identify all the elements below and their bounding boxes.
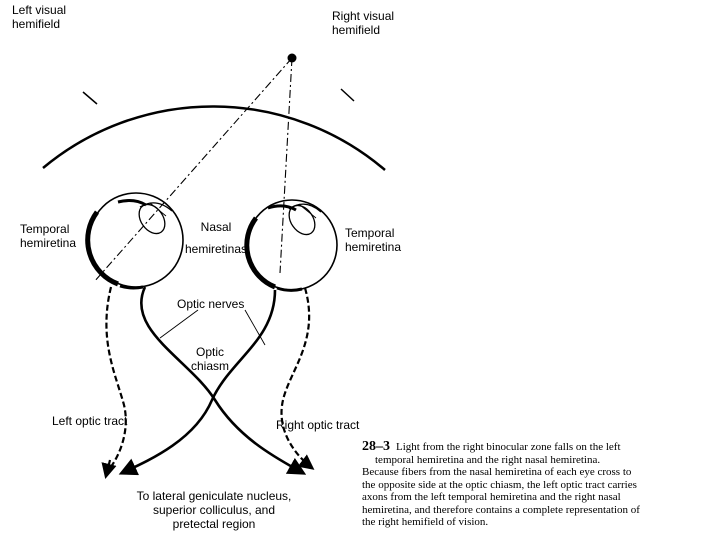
left-visual-hemifield-label: Left visual hemifield	[12, 3, 66, 31]
caption-line-1: Light from the right binocular zone fall…	[396, 441, 621, 453]
target-nuclei-line-3: pretectal region	[172, 517, 256, 531]
target-nuclei-label: To lateral geniculate nucleus, superior …	[96, 489, 332, 531]
right-eye	[244, 199, 338, 292]
nasal-hemiretinas-line-2: hemiretinas	[184, 242, 248, 256]
temporal-hemiretina-left-line-2: hemiretina	[20, 236, 77, 250]
nasal-hemiretinas-line-1: Nasal	[200, 220, 232, 234]
left-visual-hemifield-line-2: hemifield	[12, 17, 61, 31]
field-tick-left	[82, 91, 98, 105]
caption-line-2: temporal hemiretina and the right nasal …	[375, 453, 601, 466]
optic-chiasm-label: Optic chiasm	[180, 345, 240, 373]
light-ray-right	[279, 57, 293, 274]
right-optic-tract-label: Right optic tract	[276, 418, 360, 432]
figure-caption: 28–3 Light from the right binocular zone …	[362, 439, 718, 529]
target-nuclei-line-1: To lateral geniculate nucleus,	[136, 489, 292, 503]
visual-field-arc	[42, 105, 386, 171]
optic-pathways	[101, 286, 315, 479]
right-visual-hemifield-label: Right visual hemifield	[332, 9, 394, 37]
caption-line-4: the opposite side at the optic chiasm, t…	[362, 478, 637, 491]
temporal-hemiretina-left-label: Temporal hemiretina	[20, 222, 76, 250]
optic-nerves-pointer-right	[244, 309, 266, 346]
caption-line-6: hemiretina, and therefore contains a com…	[362, 503, 640, 516]
temporal-hemiretina-right-label: Temporal hemiretina	[345, 226, 401, 254]
target-nuclei-line-2: superior colliculus, and	[152, 503, 276, 517]
optic-nerves-label: Optic nerves	[177, 297, 245, 311]
caption-line-7: the right hemifield of vision.	[362, 516, 489, 528]
optic-nerves-pointer-left	[159, 309, 199, 339]
optic-chiasm-line-1: Optic	[195, 345, 224, 359]
optic-chiasm-line-2: chiasm	[190, 359, 229, 373]
light-ray-left	[93, 57, 293, 283]
left-eye	[85, 192, 184, 290]
left-optic-tract-label: Left optic tract	[52, 414, 128, 428]
temporal-hemiretina-right-line-2: hemiretina	[345, 240, 402, 254]
caption-line-3: Because fibers from the nasal hemiretina…	[362, 466, 632, 478]
caption-line-5: axons from the left temporal hemiretina …	[362, 491, 621, 503]
figure-number: 28–3	[362, 439, 390, 454]
right-visual-hemifield-line-1: Right visual	[332, 9, 395, 23]
field-tick-right	[340, 88, 355, 102]
right-visual-hemifield-line-2: hemifield	[332, 23, 381, 37]
temporal-hemiretina-right-line-1: Temporal	[345, 226, 395, 240]
nasal-hemiretinas-label: Nasal hemiretinas	[180, 220, 252, 256]
temporal-hemiretina-left-line-1: Temporal	[20, 222, 70, 236]
left-visual-hemifield-line-1: Left visual	[12, 3, 67, 17]
